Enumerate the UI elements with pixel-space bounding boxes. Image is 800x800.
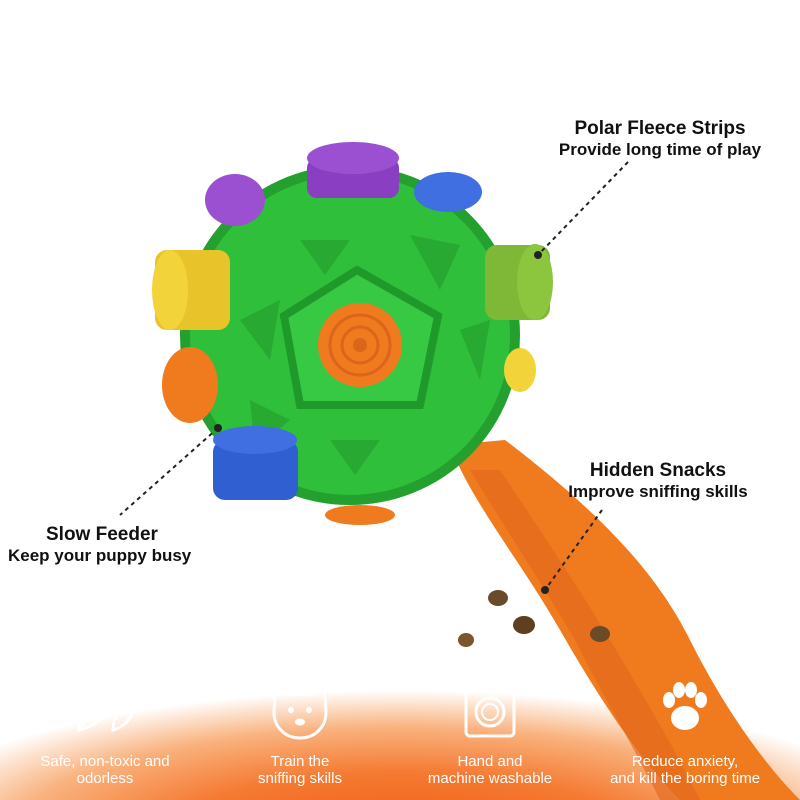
triangle-cell — [300, 240, 350, 275]
fleece-roll-blue-top — [414, 172, 482, 212]
fleece-roll-orange-left — [162, 347, 218, 423]
kibble — [590, 626, 610, 642]
leader-dot — [541, 586, 549, 594]
fleece-strip-shade — [470, 470, 700, 800]
callout-slow-feeder: Slow Feeder Keep your puppy busy — [8, 524, 228, 566]
leader-dot — [214, 424, 222, 432]
feature-label-line2: machine washable — [427, 770, 553, 787]
washing-machine-icon — [464, 674, 516, 738]
callout-title: Slow Feeder — [46, 524, 158, 545]
triangle-cell — [460, 320, 490, 380]
leader-line-feeder — [119, 427, 219, 516]
feature-label-line2: odorless — [76, 770, 134, 787]
callout-hidden-snacks: Hidden Snacks Improve sniffing skills — [548, 460, 768, 502]
feature-label-line1: Hand and — [457, 753, 523, 770]
kibble — [458, 633, 474, 647]
feature-train-sniffing: Train the sniffing skills — [205, 668, 395, 787]
leaf-icon — [77, 676, 137, 732]
fleece-roll-lime — [485, 244, 553, 320]
leader-dot — [534, 251, 542, 259]
fleece-roll-purple — [307, 142, 399, 198]
dog-face-icon — [272, 673, 328, 740]
callout-subtitle: Improve sniffing skills — [568, 482, 748, 501]
fleece-roll-blue-bottom — [213, 426, 298, 500]
triangle-cell — [240, 300, 280, 360]
callout-polar-fleece: Polar Fleece Strips Provide long time of… — [540, 118, 780, 160]
triangle-cell — [410, 235, 460, 290]
fleece-roll-purple-left — [205, 174, 265, 226]
leader-line-snacks — [544, 509, 603, 591]
feature-reduce-anxiety: Reduce anxiety, and kill the boring time — [590, 668, 780, 787]
leader-line-fleece — [537, 161, 629, 256]
callout-subtitle: Keep your puppy busy — [8, 546, 192, 565]
fleece-roll-yellow — [152, 250, 230, 330]
callout-subtitle: Provide long time of play — [558, 140, 762, 159]
fleece-roll-orange-center — [318, 303, 402, 387]
callout-title: Hidden Snacks — [589, 460, 727, 481]
feature-label-line2: and kill the boring time — [609, 770, 761, 787]
fleece-roll-yellow-right — [504, 348, 536, 392]
kibble — [488, 590, 508, 606]
feature-label-line1: Reduce anxiety, — [631, 753, 739, 770]
feature-washable: Hand and machine washable — [395, 668, 585, 787]
feature-label-line1: Safe, non-toxic and — [40, 753, 170, 770]
feature-safe: Safe, non-toxic and odorless — [10, 668, 200, 787]
feature-label-line1: Train the — [270, 753, 330, 770]
kibble — [513, 616, 535, 634]
triangle-cell — [330, 440, 380, 475]
paw-icon — [663, 682, 707, 730]
callout-title: Polar Fleece Strips — [574, 118, 746, 139]
feature-label-line2: sniffing skills — [258, 770, 342, 787]
fleece-roll-orange-bottom — [325, 505, 395, 525]
